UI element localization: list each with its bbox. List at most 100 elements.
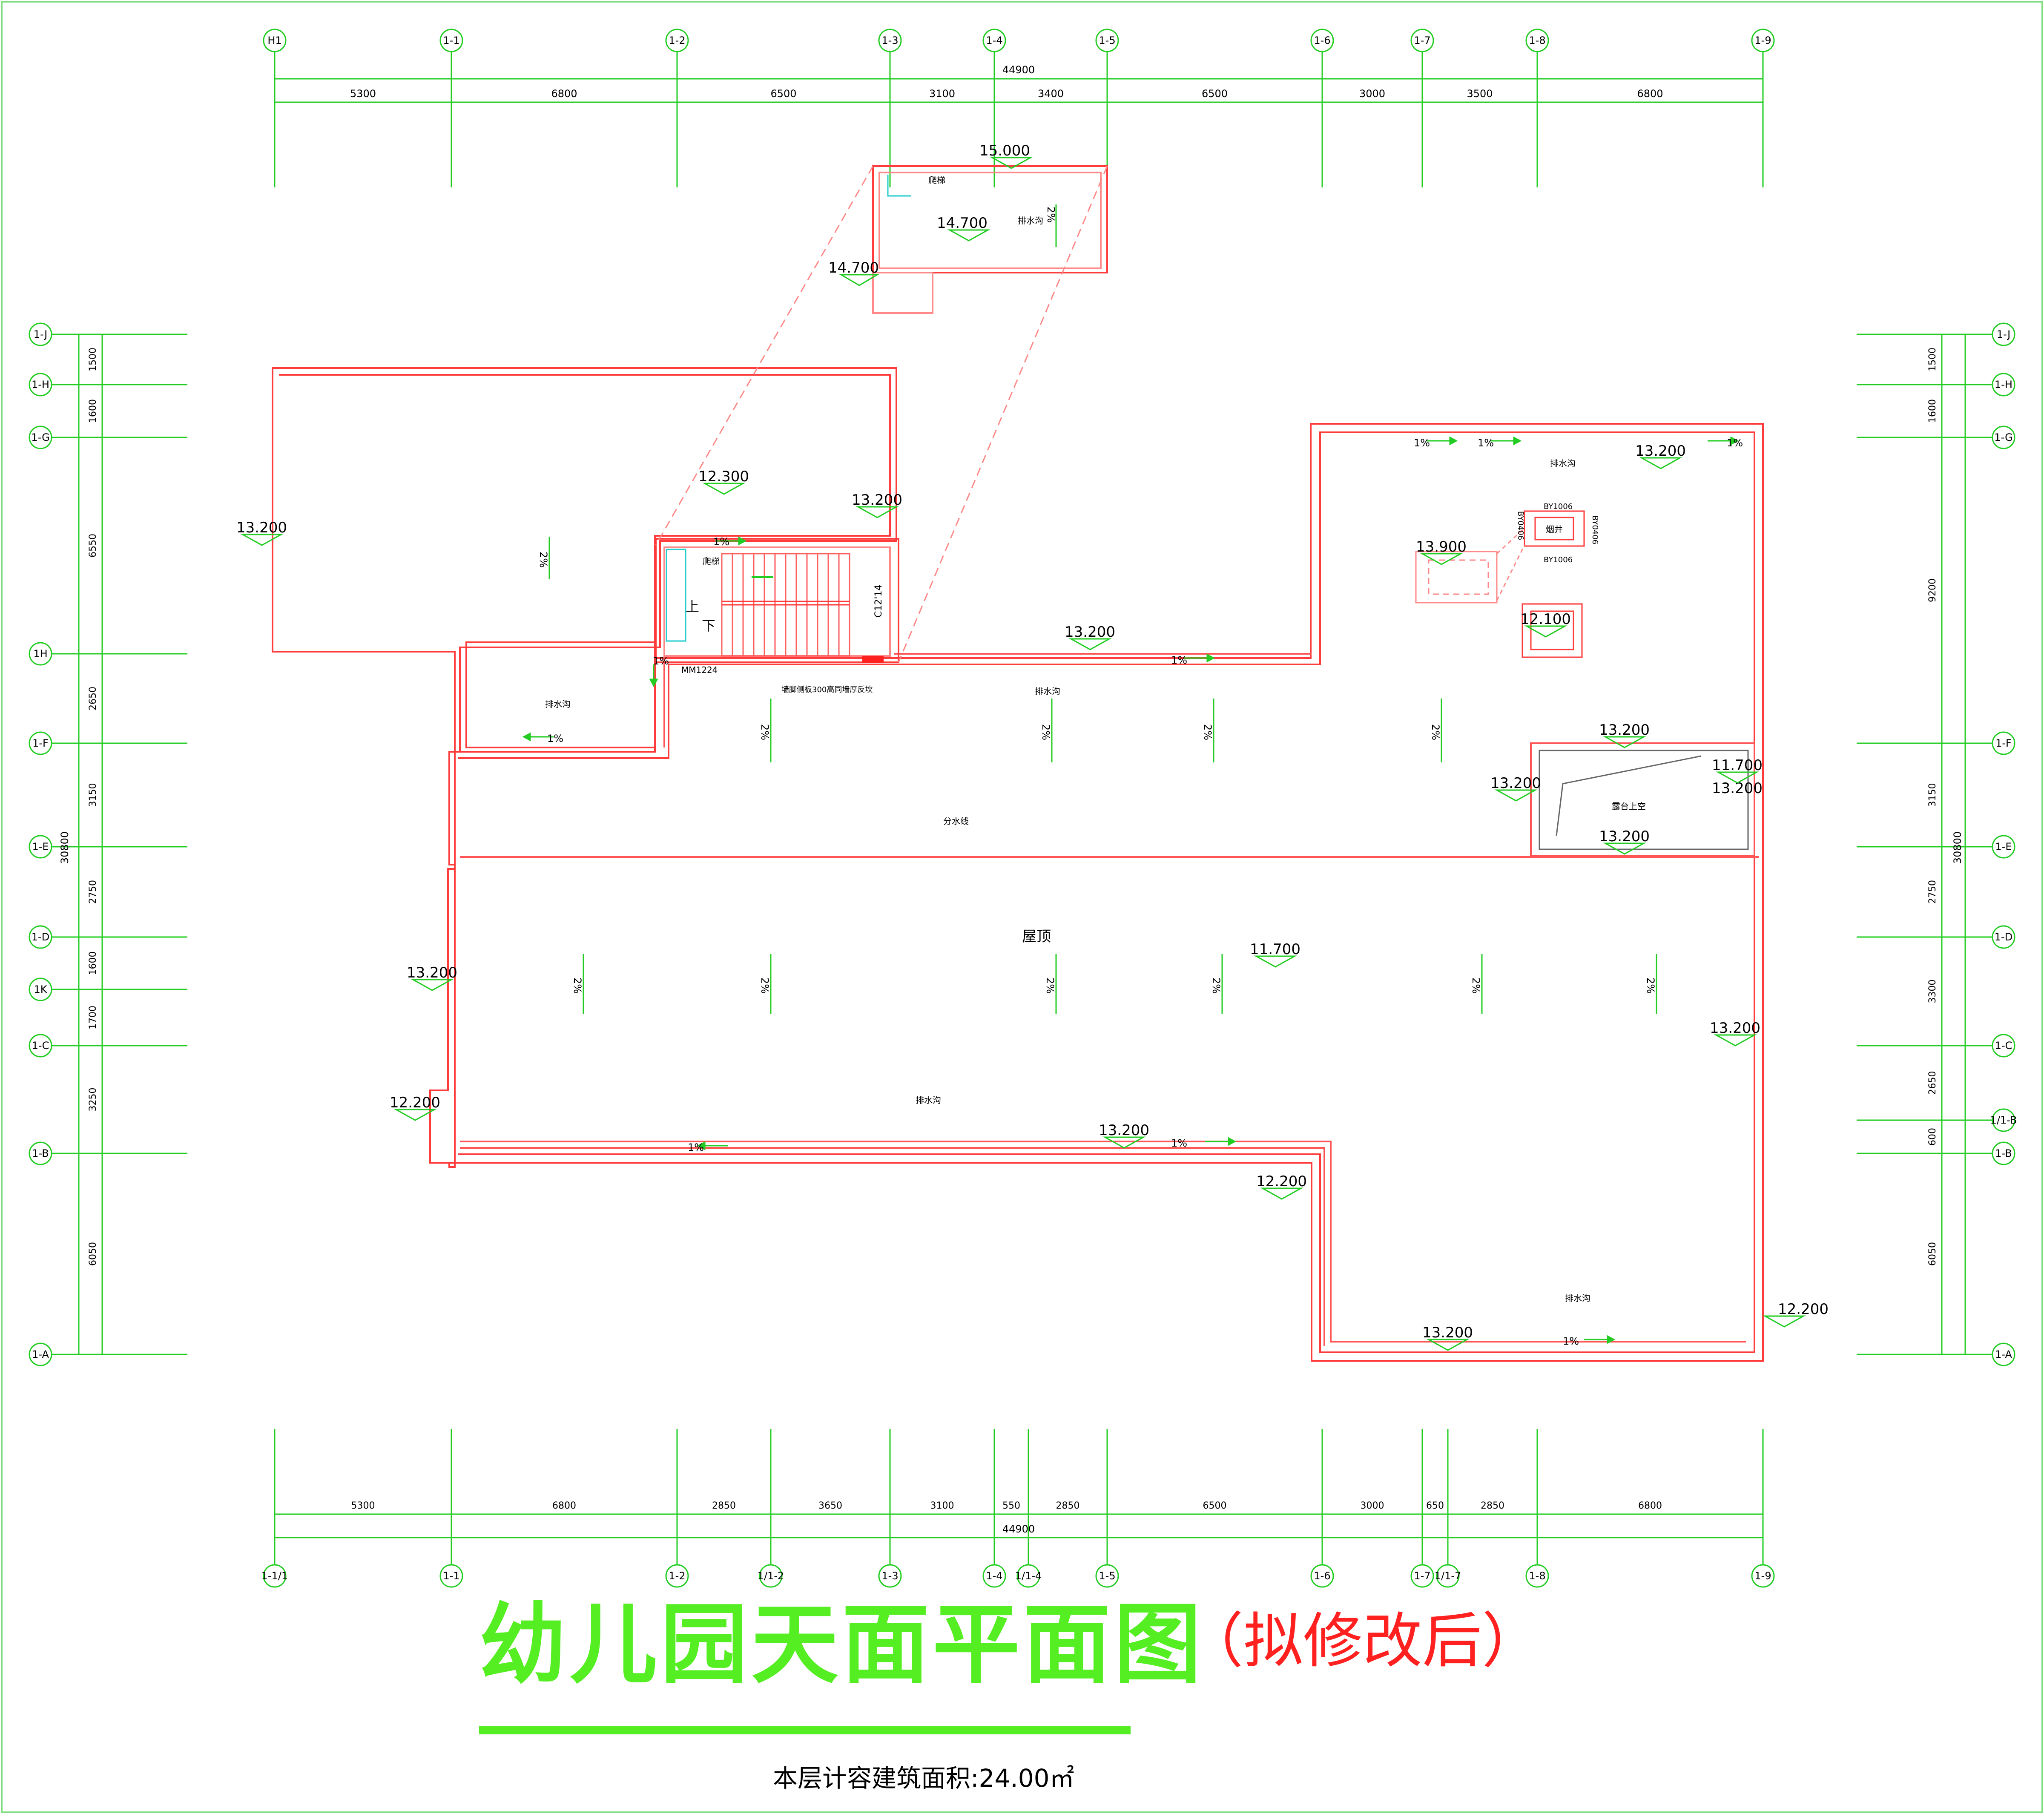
parapet-south	[460, 1141, 1746, 1343]
dim-top-value: 3000	[1359, 88, 1385, 100]
dim-left-value: 2650	[88, 687, 98, 710]
elev-12100: 12.100	[1520, 611, 1571, 628]
dim-left-value: 1700	[88, 1006, 98, 1029]
label-climb: 爬梯	[928, 175, 945, 185]
dim-right-total: 30800	[1952, 831, 1964, 864]
axis-left-label: 1K	[34, 983, 47, 995]
axis-bottom-label: 1-6	[1314, 1570, 1330, 1582]
slope-label: 2%	[1202, 724, 1214, 740]
dim-bottom-value: 5300	[351, 1501, 375, 1511]
dim-bottom-total: 44900	[1002, 1523, 1035, 1535]
axis-bottom-bubble	[439, 1564, 463, 1588]
axis-left-bubble	[29, 322, 52, 346]
slope-label: 2%	[571, 977, 583, 994]
elev-13200-deck1: 13.200	[1599, 722, 1650, 739]
dim-bottom-value: 3650	[818, 1501, 842, 1511]
slope-label: 2%	[537, 552, 549, 568]
dim-left-value: 6050	[88, 1242, 98, 1266]
gutter-arrows	[522, 436, 1739, 1344]
dim-left-value: 1500	[88, 348, 98, 371]
dim-right-value: 1500	[1927, 348, 1938, 371]
axis-left-label: 1-J	[34, 328, 47, 340]
drawing-title: 幼儿园天面平面图	[479, 1594, 1205, 1696]
dim-bottom-value: 650	[1426, 1501, 1444, 1511]
axis-top-bubble	[878, 29, 902, 52]
axis-right-bubble	[1992, 1108, 2015, 1132]
axis-left-label: 1-C	[32, 1040, 49, 1052]
axis-top-bubble	[1410, 29, 1434, 52]
dim-bottom-value: 6500	[1203, 1501, 1227, 1511]
label-divide-line: 分水线	[943, 816, 969, 826]
label-roof: 屋顶	[1022, 928, 1051, 945]
shaft-block	[1415, 510, 1585, 658]
gutter-slope: 1%	[1171, 654, 1187, 666]
axis-bottom-bubble	[1410, 1564, 1434, 1588]
slope-label: 2%	[1040, 724, 1052, 740]
dim-top-value: 6800	[551, 88, 577, 100]
axis-right-label: 1-F	[1995, 737, 2012, 749]
axis-left-bubble	[29, 1141, 52, 1165]
gutter-slope: 1%	[1478, 437, 1494, 449]
upper-left-roof-outline	[272, 367, 897, 1168]
dim-left-value: 3150	[88, 783, 98, 807]
axis-bottom-label: 1/1-7	[1435, 1570, 1461, 1582]
axis-top-label: H1	[267, 34, 281, 46]
elev-13200-stair: 13.200	[852, 492, 902, 509]
dim-right-value: 3150	[1927, 783, 1938, 807]
label-terrace: 露台上空	[1612, 801, 1646, 811]
axis-left-bubble	[29, 1034, 52, 1058]
gutter-slope: 1%	[1171, 1137, 1187, 1149]
axis-bottom-label: 1-5	[1099, 1570, 1115, 1582]
main-roof-outline	[449, 423, 1764, 1362]
axis-top-bubble	[1751, 29, 1775, 52]
axis-right-bubble	[1992, 425, 2015, 449]
axis-top-bubble	[1095, 29, 1119, 52]
dim-right-value: 2750	[1927, 880, 1938, 904]
slope-label: 2%	[759, 724, 771, 740]
axis-bottom-bubble	[1095, 1564, 1119, 1588]
axis-left-label: 1-B	[32, 1147, 49, 1159]
building-outline	[272, 367, 1764, 1362]
terrace-opening	[1530, 742, 1755, 857]
dim-left-value: 2750	[88, 880, 98, 904]
axis-top-label: 1-3	[881, 34, 898, 46]
axis-right-label: 1-G	[1994, 431, 2012, 443]
dim-left-value: 3250	[88, 1088, 98, 1112]
elev-14700-b: 14.700	[828, 259, 879, 276]
label-door: MM1224	[681, 665, 718, 675]
axis-right-bubble	[1992, 322, 2015, 346]
dim-top-value: 5300	[350, 88, 376, 100]
axis-top-bubble	[439, 29, 463, 52]
axis-right-bubble	[1992, 835, 2015, 859]
dim-bottom-value: 550	[1002, 1501, 1020, 1511]
axis-top-label: 1-7	[1414, 34, 1430, 46]
elev-13200-mid: 13.200	[1065, 624, 1115, 641]
label-down: 下	[702, 618, 715, 634]
elev-12200-corner: 12.200	[1778, 1301, 1829, 1318]
dim-left-total: 30800	[59, 831, 71, 864]
axis-right-bubble	[1992, 925, 2015, 949]
slope-labels: 2% 2% 2% 2% 2% 2% 2% 2% 2% 2% 2% 2% 1% 1…	[537, 207, 1743, 1347]
label-drain: 排水沟	[1565, 1293, 1590, 1303]
axis-bottom-label: 1-1	[443, 1570, 459, 1582]
dim-bottom-value: 6800	[552, 1501, 576, 1511]
axis-top-bubble	[665, 29, 689, 52]
elevation-markers: 15.000 14.700 14.700 12.300 13.200 13.20…	[236, 142, 1829, 1341]
axis-right-bubble	[1992, 1141, 2015, 1165]
label-climb: 爬梯	[703, 556, 720, 566]
label-by-bottom: BY1006	[1544, 555, 1573, 564]
axis-top-label: 1-5	[1099, 34, 1115, 46]
elev-12200-step: 12.200	[1256, 1173, 1307, 1190]
axis-left-bubble	[29, 1343, 52, 1366]
elev-13200-east: 13.200	[1710, 1020, 1760, 1037]
slope-label: 2%	[1044, 977, 1056, 994]
axis-left-label: 1-F	[32, 737, 49, 749]
axis-bottom-bubble	[759, 1564, 783, 1588]
axis-bottom-bubble	[1525, 1564, 1549, 1588]
dim-right-value: 6050	[1927, 1242, 1938, 1266]
axis-left-bubble	[29, 731, 52, 755]
dim-top-total: 44900	[1002, 64, 1035, 76]
